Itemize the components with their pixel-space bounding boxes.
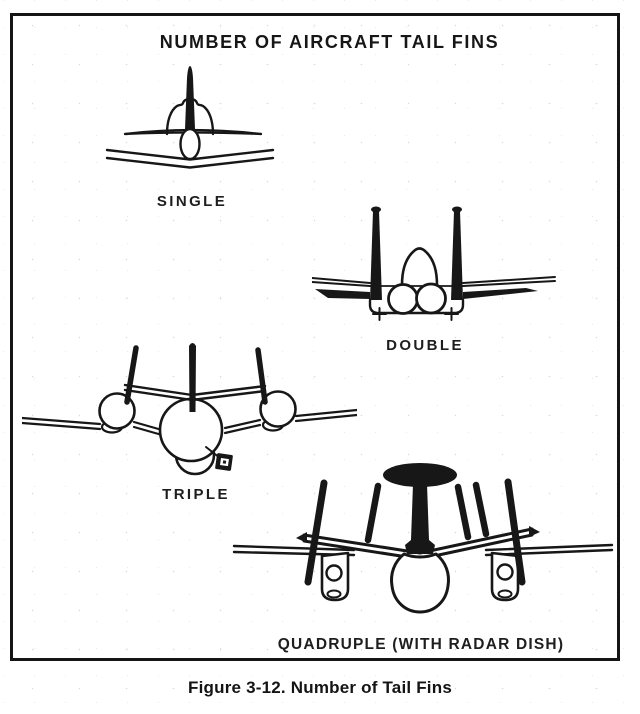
single-fin-aircraft: [100, 62, 280, 174]
double-tail-fin-aircraft-icon: [312, 206, 556, 321]
figure-title: NUMBER OF AIRCRAFT TAIL FINS: [159, 32, 500, 52]
quadruple-tail-fin-aircraft-radar-dish-icon: [232, 463, 614, 614]
aircraft-label-double: DOUBLE: [386, 337, 464, 354]
aircraft-label-single: SINGLE: [156, 193, 228, 210]
triple-fin-aircraft: [22, 338, 357, 480]
quadruple-fin-aircraft: [228, 442, 618, 622]
aircraft-label-quadruple: QUADRUPLE (WITH RADAR DISH): [277, 636, 565, 653]
double-fin-aircraft: [312, 205, 557, 327]
single-tail-fin-aircraft-icon: [105, 66, 275, 169]
figure-caption: Figure 3-12. Number of Tail Fins: [188, 678, 452, 697]
aircraft-label-triple: TRIPLE: [162, 486, 230, 503]
triple-tail-fin-aircraft-icon: [22, 343, 357, 476]
figure-border: NUMBER OF AIRCRAFT TAIL FINS: [10, 13, 620, 661]
